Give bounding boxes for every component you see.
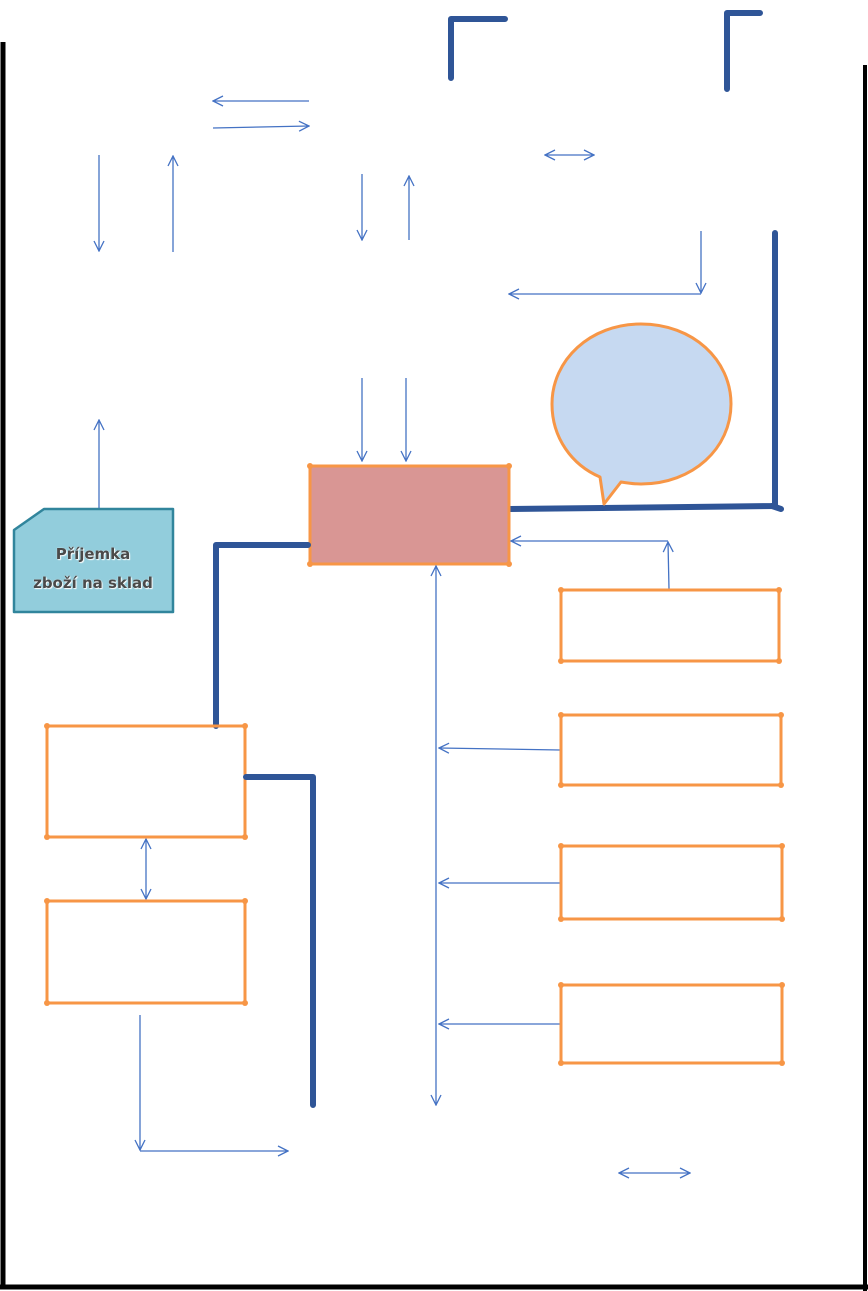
label-card-shape [12,507,175,614]
arrow-up-from-right-box-1 [668,542,669,590]
corner-connector-top-left [448,16,508,81]
left-box-1 [45,724,247,839]
box-handle-dots [44,463,785,1066]
label-card-text: Příjemka zboží na sklad [14,540,172,598]
speech-bubble [550,322,733,506]
corner-connector-top-right [724,10,763,92]
connector-left-box-down [243,774,316,1108]
page-frame-lines [0,42,868,1291]
right-box-3 [559,844,784,921]
right-box-1 [559,588,781,663]
main-process-box [308,464,511,566]
connector-main-to-left [213,542,311,729]
right-box-2 [559,713,783,787]
label-card-line-2: zboží na sklad [33,574,153,592]
right-box-4 [559,983,784,1065]
arrow-right-top [212,126,309,128]
arrow-from-right-box-2 [439,748,561,750]
left-box-2 [45,899,247,1005]
label-card-line-1: Příjemka [55,545,131,563]
connector-right-end [769,503,784,512]
